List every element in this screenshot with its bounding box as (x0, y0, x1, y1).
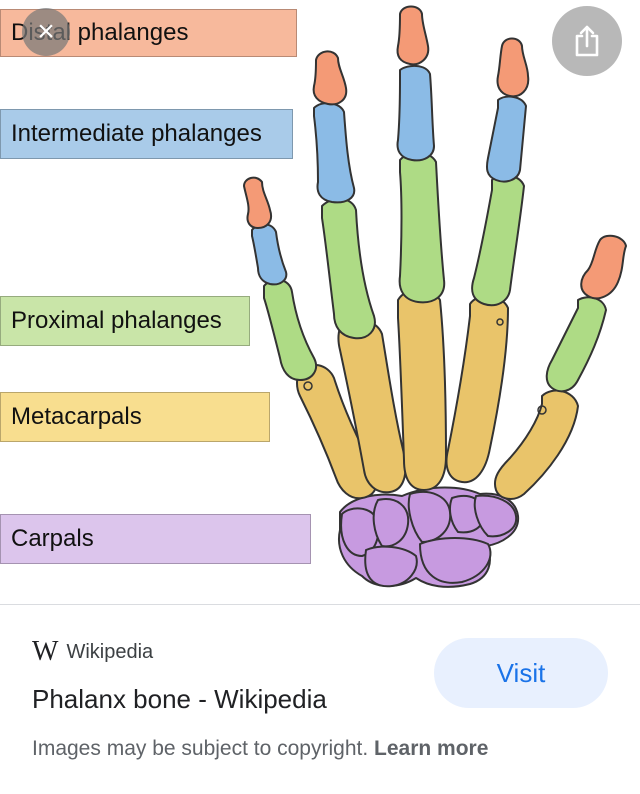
divider (0, 604, 640, 605)
distal-phalanx-bones (243, 5, 627, 300)
close-icon: × (37, 15, 55, 48)
label-metacarpals: Metacarpals (0, 392, 270, 442)
intermediate-phalanx-bones (251, 64, 527, 286)
label-intermediate-phalanges: Intermediate phalanges (0, 109, 293, 159)
source-row[interactable]: W Wikipedia (32, 636, 153, 668)
wikipedia-logo: W (32, 636, 58, 667)
metacarpal-bones (296, 288, 579, 500)
copyright-text: Images may be subject to copyright. (32, 737, 369, 760)
result-title-link[interactable]: Phalanx bone - Wikipedia (32, 684, 327, 714)
share-icon (575, 25, 599, 57)
copyright-notice: Images may be subject to copyright. Lear… (32, 737, 488, 761)
share-button[interactable] (552, 6, 622, 76)
close-button[interactable]: × (22, 8, 70, 56)
proximal-phalanx-bones (263, 151, 607, 393)
visit-button[interactable]: Visit (434, 638, 608, 708)
learn-more-link[interactable]: Learn more (374, 737, 489, 760)
source-name: Wikipedia (66, 640, 154, 663)
label-proximal-phalanges: Proximal phalanges (0, 296, 250, 346)
label-carpals: Carpals (0, 514, 311, 564)
hand-skeleton-diagram (243, 5, 627, 588)
image-preview[interactable]: Distal phalanges Intermediate phalanges … (0, 0, 640, 604)
carpal-bones (338, 486, 520, 588)
